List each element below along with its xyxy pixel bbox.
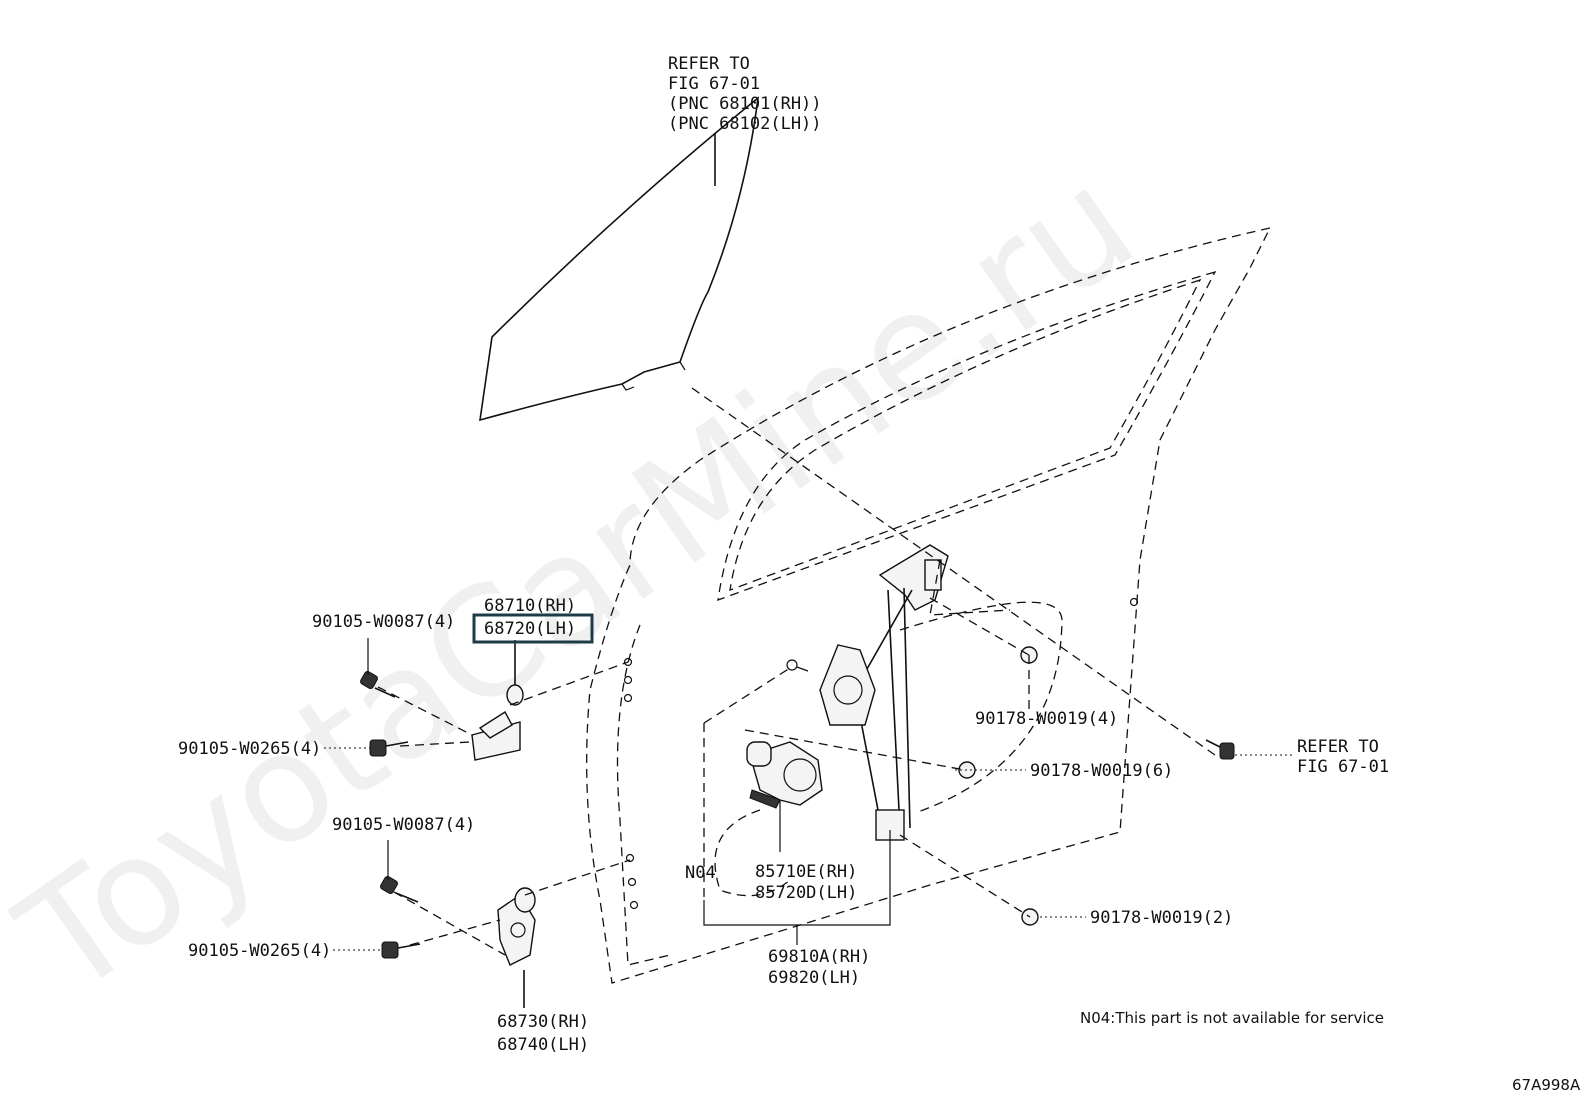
svg-text:69820(LH): 69820(LH) — [768, 968, 860, 988]
svg-text:69810A(RH): 69810A(RH) — [768, 947, 870, 967]
window-regulator — [819, 544, 1011, 841]
door-holes — [623, 597, 1139, 910]
label-glass-ref: REFER TO FIG 67-01 (PNC 68101(RH)) (PNC … — [668, 54, 822, 134]
svg-text:68730(RH): 68730(RH) — [497, 1012, 589, 1032]
label-bolt-upper-1: 90105-W0087(4) — [312, 612, 455, 632]
bolt-lower-2 — [381, 941, 421, 959]
label-nut-middle: 90178-W0019(6) — [1030, 761, 1173, 781]
label-nut-upper: 90178-W0019(4) — [975, 709, 1118, 729]
bolt-lower-1 — [380, 876, 419, 903]
watermark: ToyotaCarMine.ru — [0, 135, 1164, 1030]
label-bolt-lower-1: 90105-W0087(4) — [332, 815, 475, 835]
clip — [786, 659, 809, 672]
svg-text:68720(LH): 68720(LH) — [484, 619, 576, 639]
label-motor: 85710E(RH) 85720D(LH) — [755, 862, 857, 903]
svg-text:REFER TO: REFER TO — [668, 54, 750, 74]
bolt-upper-1 — [360, 671, 396, 698]
highlight-box — [472, 613, 594, 644]
window-glass — [479, 96, 760, 422]
leader-lines — [324, 638, 1292, 951]
svg-text:(PNC 68102(LH)): (PNC 68102(LH)) — [668, 114, 822, 134]
footnote: N04:This part is not available for servi… — [1080, 1009, 1384, 1027]
door-panel — [586, 227, 1272, 984]
regulator-motor — [746, 741, 823, 809]
svg-text:FIG 67-01: FIG 67-01 — [1297, 757, 1389, 777]
lower-hinge — [497, 887, 536, 1008]
svg-text:REFER TO: REFER TO — [1297, 737, 1379, 757]
svg-text:FIG 67-01: FIG 67-01 — [668, 74, 760, 94]
svg-text:85710E(RH): 85710E(RH) — [755, 862, 857, 882]
svg-text:(PNC 68101(RH)): (PNC 68101(RH)) — [668, 94, 822, 114]
label-bolt-upper-2: 90105-W0265(4) — [178, 739, 321, 759]
label-bolt-lower-2: 90105-W0265(4) — [188, 941, 331, 961]
label-upper-hinge: 68710(RH) 68720(LH) — [484, 596, 576, 639]
bolt-ref — [1205, 739, 1235, 760]
label-lower-hinge: 68730(RH) 68740(LH) — [497, 1012, 589, 1055]
label-regulator: 69810A(RH) 69820(LH) — [768, 947, 870, 988]
upper-hinge — [471, 640, 524, 761]
label-motor-note: N04 — [685, 863, 716, 883]
svg-text:68710(RH): 68710(RH) — [484, 596, 576, 616]
label-nut-lower: 90178-W0019(2) — [1090, 908, 1233, 928]
svg-text:85720D(LH): 85720D(LH) — [755, 883, 857, 903]
svg-text:68740(LH): 68740(LH) — [497, 1035, 589, 1055]
assembly-lines — [377, 387, 1216, 956]
diagram-code: 67A998A — [1512, 1076, 1581, 1094]
label-bolt-ref: REFER TO FIG 67-01 — [1297, 737, 1389, 777]
